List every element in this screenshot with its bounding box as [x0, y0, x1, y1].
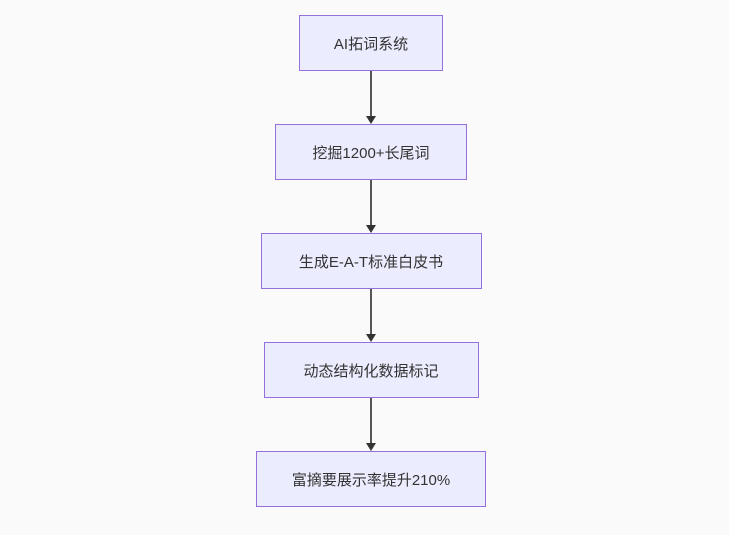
- arrowhead-icon: [366, 334, 376, 342]
- flowchart-column: AI拓词系统 挖掘1200+长尾词 生成E-A-T标准白皮书 动态结构化数据标记: [256, 15, 486, 507]
- flow-node-structured-data-markup: 动态结构化数据标记: [263, 342, 479, 398]
- arrowhead-icon: [366, 443, 376, 451]
- arrow-down-connector: [366, 180, 376, 233]
- arrow-down-connector: [366, 71, 376, 124]
- node-label: 挖掘1200+长尾词: [312, 144, 430, 162]
- node-label: 动态结构化数据标记: [303, 362, 439, 380]
- flow-node-rich-snippet-result: 富摘要展示率提升210%: [256, 451, 486, 507]
- edge-line: [370, 398, 372, 443]
- edge-line: [370, 71, 372, 116]
- node-label: AI拓词系统: [333, 35, 409, 53]
- flow-node-ai-word-system: AI拓词系统: [299, 15, 443, 71]
- flow-node-longtail-keywords: 挖掘1200+长尾词: [275, 124, 467, 180]
- flow-node-eat-whitepaper: 生成E-A-T标准白皮书: [260, 233, 482, 289]
- arrow-down-connector: [366, 289, 376, 342]
- arrowhead-icon: [366, 225, 376, 233]
- node-label: 富摘要展示率提升210%: [291, 471, 451, 489]
- node-label: 生成E-A-T标准白皮书: [298, 253, 444, 271]
- arrowhead-icon: [366, 116, 376, 124]
- arrow-down-connector: [366, 398, 376, 451]
- edge-line: [370, 289, 372, 334]
- edge-line: [370, 180, 372, 225]
